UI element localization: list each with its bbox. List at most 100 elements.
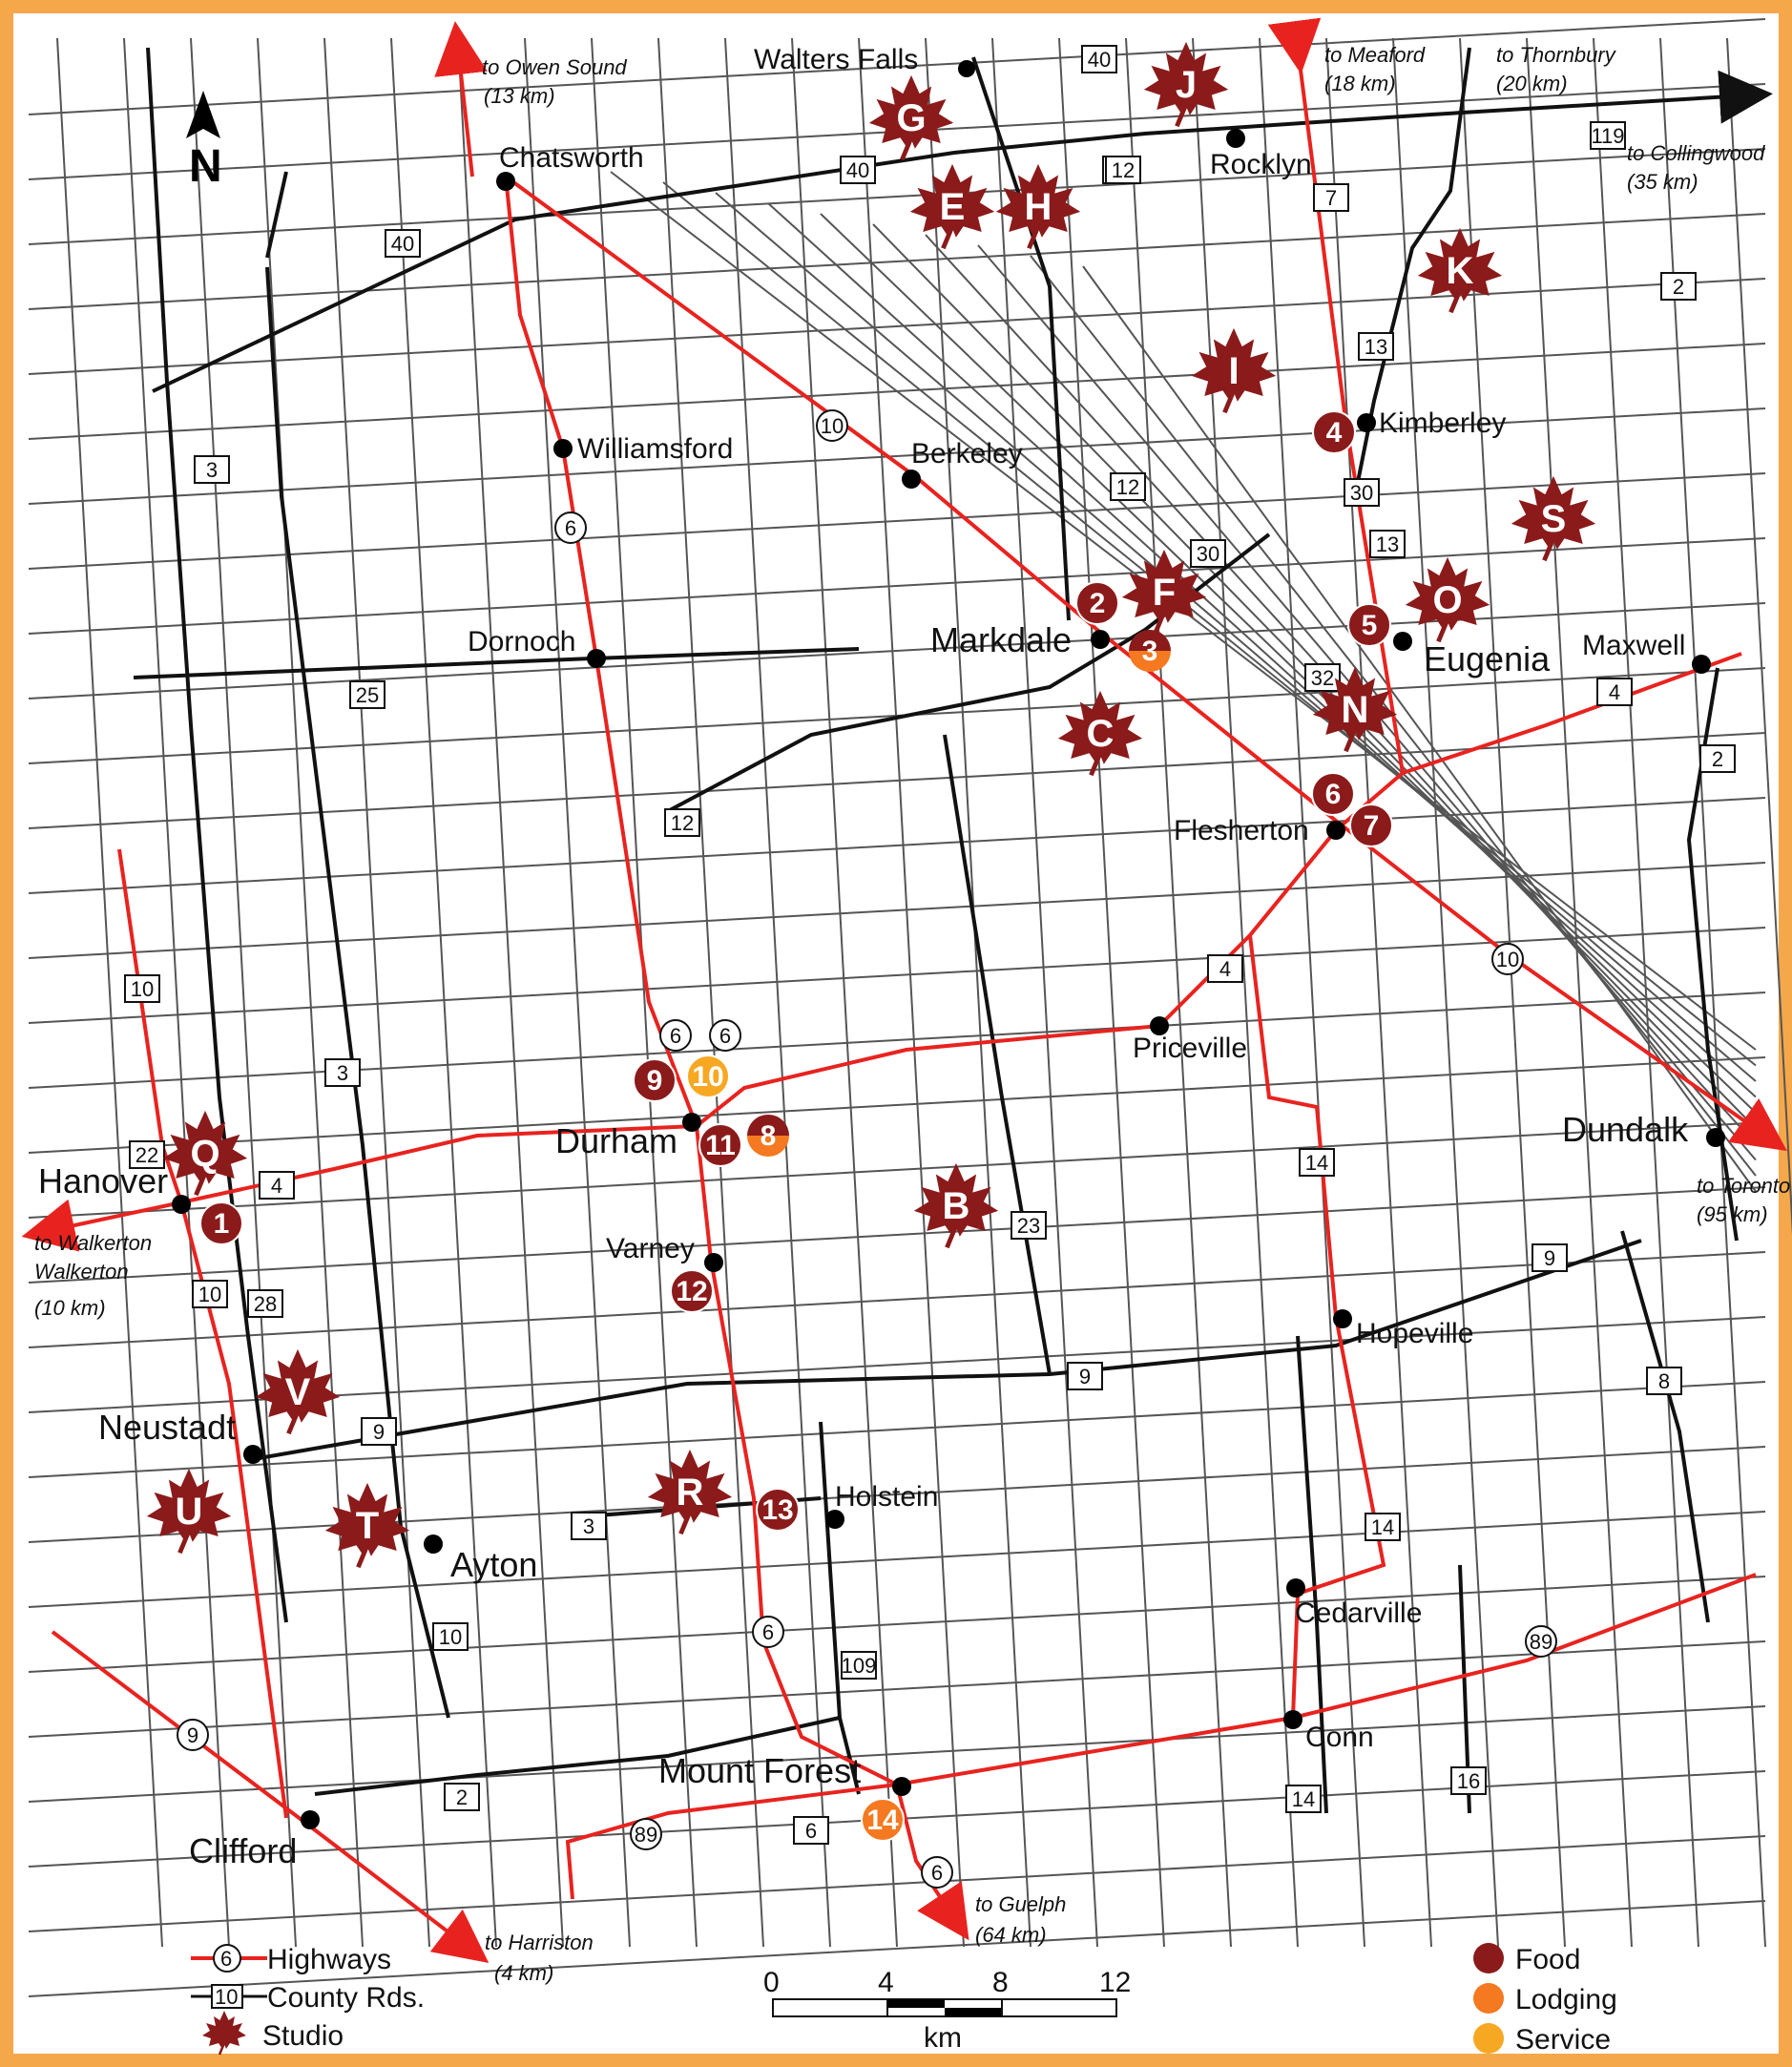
destination-distance: (64 km)	[975, 1923, 1047, 1947]
county-shields: 4040401211972403131230133032251242410224…	[124, 45, 1736, 1845]
food-marker[interactable]	[1312, 410, 1356, 454]
town-label: Varney	[606, 1233, 695, 1264]
county-shield-label: 14	[1292, 1787, 1315, 1811]
county-shield-label: 2	[1712, 747, 1723, 771]
minor-road-grid	[28, 18, 1792, 1997]
food-marker-number: 7	[1364, 810, 1380, 842]
food-marker[interactable]	[1311, 772, 1355, 816]
town-label: Flesherton	[1174, 815, 1309, 846]
county-shield-label: 12	[1116, 475, 1139, 499]
highway-shield	[921, 1856, 953, 1889]
legend-highways-label: Highways	[267, 1944, 391, 1975]
legend-highway-sample: 6	[220, 1947, 232, 1971]
county-shield-label: 4	[271, 1174, 282, 1198]
food-marker[interactable]	[633, 1058, 677, 1102]
food-marker[interactable]	[670, 1269, 714, 1313]
highways	[21, 17, 1787, 1964]
town-label: Priceville	[1133, 1033, 1247, 1064]
destination-name: to Walkerton	[34, 1231, 152, 1255]
county-shield-label: 14	[1371, 1515, 1394, 1539]
food-marker-number: 11	[705, 1130, 736, 1161]
studio-letter: G	[896, 97, 926, 139]
town-label: Conn	[1305, 1722, 1374, 1753]
food-marker[interactable]	[698, 1123, 742, 1167]
county-shield	[385, 229, 421, 258]
county-shield	[1369, 530, 1406, 558]
food-lodging-marker[interactable]	[747, 1136, 789, 1157]
lodging-marker[interactable]	[861, 1798, 905, 1842]
town-label: Mount Forest	[658, 1751, 861, 1790]
county-shield	[664, 808, 700, 837]
food-marker[interactable]	[1075, 581, 1119, 625]
county-shield-label: 9	[373, 1420, 385, 1444]
county-shield	[1532, 1243, 1568, 1272]
food-lodging-marker[interactable]	[1129, 651, 1171, 672]
county-shield-label: 2	[456, 1785, 468, 1809]
county-shield	[349, 680, 385, 709]
highway-shield	[177, 1719, 209, 1751]
county-shield-label: 2	[1673, 275, 1684, 299]
studio-letter: T	[356, 1505, 379, 1547]
town-label: Kimberley	[1379, 407, 1506, 439]
county-shield	[1299, 1148, 1335, 1177]
county-shield-label: 30	[1197, 542, 1219, 566]
studio-letter: Q	[190, 1133, 219, 1175]
county-shield-label: 4	[1609, 680, 1620, 704]
destination-name: to Collingwood	[1627, 141, 1765, 165]
county-shield-label: 16	[1457, 1769, 1480, 1793]
service-marker[interactable]	[686, 1054, 730, 1098]
county-shield	[1646, 1367, 1682, 1395]
food-marker-number: 9	[647, 1065, 663, 1096]
town-label: Walters Falls	[754, 44, 918, 75]
food-marker[interactable]	[756, 1488, 800, 1532]
county-shield-label: 12	[671, 811, 694, 835]
studio-letter: V	[285, 1371, 311, 1413]
studio-letter: K	[1447, 250, 1474, 292]
town-label: Durham	[555, 1121, 677, 1160]
county-shield-label: 9	[1544, 1246, 1555, 1270]
county-shield	[1304, 663, 1341, 692]
destination-distance: (10 km)	[34, 1296, 106, 1320]
food-marker-number: 12	[676, 1276, 707, 1307]
county-shield-label: 7	[1325, 186, 1337, 210]
county-shield	[1596, 678, 1633, 706]
county-shield	[124, 974, 160, 1003]
food-marker[interactable]	[1349, 804, 1393, 847]
highway-shield-label: 89	[1530, 1630, 1552, 1654]
town-label: Clifford	[189, 1831, 297, 1870]
highway-shield-label: 6	[670, 1024, 681, 1048]
legend-lodging-dot	[1473, 1983, 1504, 2014]
scale-tick: 12	[1099, 1967, 1131, 1998]
destination-distance: (13 km)	[484, 84, 555, 108]
county-shield	[432, 1622, 469, 1651]
county-shield-label: 40	[846, 158, 869, 182]
county-shield	[1699, 744, 1736, 773]
food-marker[interactable]	[199, 1201, 243, 1245]
legend-lodging-label: Lodging	[1515, 1984, 1617, 2015]
county-shield	[793, 1816, 829, 1845]
scale-tick: 4	[878, 1967, 894, 1998]
highway-shield	[554, 512, 587, 544]
county-shield	[1207, 954, 1243, 983]
county-shield-label: 40	[1088, 48, 1111, 72]
lodging-marker-number: 14	[866, 1805, 899, 1836]
food-marker-number: 13	[761, 1494, 793, 1526]
county-shield	[1067, 1362, 1103, 1390]
destination-name: to Meaford	[1324, 43, 1426, 67]
county-shield-label: 30	[1350, 481, 1373, 505]
county-shield	[571, 1512, 607, 1540]
food-marker-number: 4	[1326, 417, 1343, 449]
county-shield-label: 10	[131, 977, 154, 1001]
destination-distance: (35 km)	[1627, 170, 1698, 194]
town-label: Neustadt	[98, 1408, 236, 1447]
highway-shield	[659, 1019, 692, 1052]
county-shield	[1660, 272, 1697, 301]
county-shield	[1344, 478, 1380, 507]
scale-unit: km	[924, 2022, 962, 2054]
county-shield-label: 3	[206, 458, 218, 482]
highway-shield-label: 6	[565, 516, 576, 540]
county-shield-label: 28	[254, 1292, 277, 1316]
destination-distance: (95 km)	[1697, 1202, 1768, 1226]
food-marker[interactable]	[1347, 603, 1391, 647]
food-lodging-marker-number: 3	[1142, 636, 1158, 667]
